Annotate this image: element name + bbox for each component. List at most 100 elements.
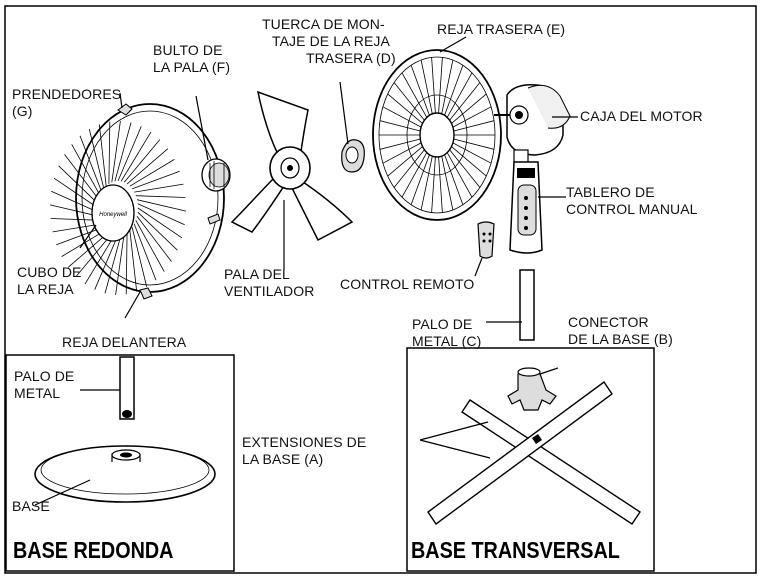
- grille-spoke: [446, 152, 473, 198]
- grille-spoke: [438, 156, 443, 213]
- grille-spoke: [137, 211, 178, 251]
- grille-spoke: [125, 232, 128, 295]
- label-prendedores: PRENDEDORES(G): [12, 86, 122, 119]
- clip-right: [207, 213, 221, 225]
- grille-spoke: [104, 234, 122, 294]
- motor-housing: [494, 83, 571, 165]
- brand-logo: Honeywell: [99, 212, 127, 218]
- round-base-box: [5, 354, 235, 572]
- blade-spinner: [201, 158, 231, 192]
- grille-spoke: [393, 149, 425, 188]
- control-panel-tube: [509, 161, 543, 254]
- round-base: [34, 445, 216, 503]
- remote-control: [477, 221, 495, 259]
- grille-spoke: [137, 203, 185, 226]
- grille-spoke: [50, 218, 101, 221]
- label-reja-delantera: REJA DELANTERA: [62, 334, 187, 350]
- title-base-redonda: BASE REDONDA: [13, 537, 174, 563]
- grille-spoke: [444, 154, 464, 205]
- grille-spoke: [126, 148, 169, 185]
- grille-spoke: [136, 199, 187, 212]
- grille-spoke: [114, 122, 132, 182]
- grille-spoke: [401, 72, 428, 118]
- grille-spoke: [133, 223, 157, 281]
- grille-spoke: [71, 144, 101, 196]
- grille-spoke: [379, 120, 421, 132]
- grille-spoke: [446, 72, 473, 118]
- clip-bottom: [139, 287, 153, 300]
- label-caja-motor: CAJA DEL MOTOR: [580, 108, 703, 124]
- grille-spoke: [136, 216, 172, 262]
- grille-spoke: [88, 129, 105, 189]
- fan-blade: [230, 90, 354, 242]
- grille-spoke: [449, 82, 481, 121]
- grille-spoke: [131, 170, 180, 190]
- title-base-transversal: BASE TRANSVERSAL: [411, 537, 620, 563]
- grille-spoke: [84, 234, 116, 285]
- grille-spoke: [387, 93, 423, 124]
- grille-spoke: [387, 146, 423, 177]
- grille-spoke: [451, 93, 487, 124]
- grille-spoke: [393, 82, 425, 121]
- grille-spoke: [58, 165, 99, 205]
- grille-spoke: [115, 233, 125, 295]
- metal-pole-c: [519, 269, 535, 341]
- clip-top: [117, 103, 133, 116]
- label-control-remoto: CONTROL REMOTO: [340, 276, 475, 292]
- grille-spoke: [382, 142, 422, 164]
- grille-spoke: [449, 149, 481, 188]
- front-grille: Honeywell: [49, 103, 225, 300]
- grille-spoke: [135, 195, 186, 198]
- grille-spoke: [441, 59, 454, 114]
- label-tuerca: TUERCA DE MON- TAJE DE LA REJA TRASERA (…: [262, 16, 396, 66]
- round-base-pole: [119, 356, 135, 420]
- grille-spoke: [452, 106, 492, 128]
- leader-lines: [34, 36, 578, 506]
- grille-spoke: [431, 156, 436, 213]
- label-base: BASE: [12, 498, 50, 514]
- grille-spoke: [444, 65, 464, 116]
- grille-spoke: [98, 124, 107, 187]
- cross-base-box: [406, 347, 655, 572]
- base-connector: [507, 367, 557, 411]
- outer-frame: [4, 5, 757, 574]
- mounting-nut: [341, 139, 365, 173]
- grille-spoke: [431, 57, 436, 114]
- grille-spoke: [452, 142, 492, 164]
- grille-spoke: [111, 121, 121, 183]
- grille-spoke: [137, 207, 183, 239]
- grille-spoke: [410, 65, 430, 116]
- grille-spoke: [453, 120, 495, 132]
- grille-spoke: [108, 121, 111, 184]
- grille-spoke: [67, 231, 110, 268]
- grille-spoke: [49, 204, 100, 217]
- cross-base: [427, 381, 641, 525]
- grille-spoke: [451, 146, 487, 177]
- grille-spoke: [120, 131, 152, 182]
- grille-spoke: [441, 156, 454, 211]
- grille-spoke: [410, 154, 430, 205]
- rear-grille: [372, 49, 502, 221]
- grille-spoke: [51, 190, 99, 213]
- grille-spoke: [75, 233, 113, 277]
- grille-spoke: [420, 59, 433, 114]
- grille-spoke: [123, 139, 161, 183]
- grille-spoke: [79, 135, 103, 193]
- grille-spoke: [129, 229, 138, 292]
- label-reja-trasera: REJA TRASERA (E): [437, 21, 566, 37]
- grille-spoke: [401, 152, 428, 198]
- grille-spoke: [131, 227, 148, 287]
- grille-spoke: [379, 138, 421, 150]
- grille-spoke: [129, 159, 175, 187]
- grille-spoke: [117, 126, 142, 182]
- grille-spoke: [382, 106, 422, 128]
- grille-spoke: [94, 234, 119, 290]
